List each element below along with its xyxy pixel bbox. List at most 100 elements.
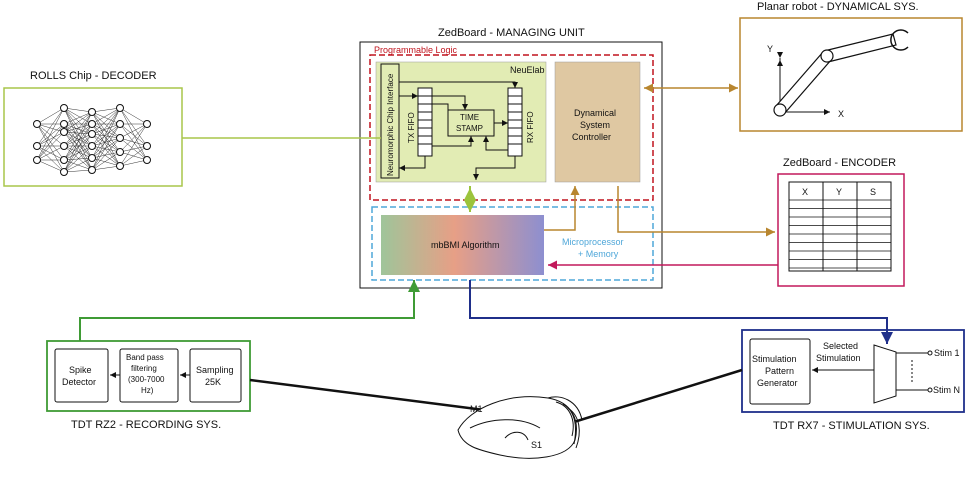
nn-connection	[119, 145, 148, 167]
nn-connection	[36, 159, 65, 173]
nn-neuron	[88, 120, 96, 128]
band-line3: (300-7000	[128, 375, 165, 384]
managing-unit-box	[359, 41, 663, 289]
neuelab-internal-arrows	[399, 81, 518, 180]
nn-neuron	[60, 156, 68, 164]
rolls-box	[3, 87, 183, 187]
nn-connection	[91, 137, 121, 147]
neuromorphic-interface-label: Neuromorphic Chip Interface	[386, 73, 395, 176]
m1-label: M1	[470, 404, 483, 414]
nn-connection	[119, 107, 148, 161]
nn-neuron	[143, 120, 151, 128]
gen-line2: Pattern	[765, 366, 794, 376]
s1-label: S1	[531, 440, 542, 450]
nn-connection	[36, 123, 65, 147]
nn-connection	[63, 133, 93, 173]
nn-connection	[63, 145, 93, 171]
nn-neuron	[116, 120, 124, 128]
dsc-to-encoder-arrow	[617, 186, 775, 237]
nn-connection	[63, 123, 93, 159]
nn-connection	[63, 111, 93, 173]
stim1-label: Stim 1	[934, 348, 960, 358]
nn-connection	[63, 111, 93, 147]
encoder-col-y: Y	[836, 187, 842, 197]
recording-box	[46, 340, 251, 412]
neural-network-graphic	[33, 104, 151, 176]
nn-connection	[63, 107, 93, 147]
spike-line1: Spike	[69, 365, 92, 375]
nn-connection	[91, 107, 121, 147]
encoder-col-s: S	[870, 187, 876, 197]
nn-connection	[63, 145, 93, 173]
nn-neuron	[116, 148, 124, 156]
microprocessor-line1: Microprocessor	[562, 237, 624, 247]
nn-connection	[91, 123, 121, 147]
gen-line3: Generator	[757, 378, 798, 388]
nn-connection	[91, 157, 121, 167]
recording-title: TDT RZ2 - RECORDING SYS.	[71, 419, 221, 431]
sampling-block	[189, 348, 242, 403]
time-label: TIME	[460, 113, 479, 122]
stimn-label: Stim N	[933, 385, 960, 395]
nn-connection	[119, 107, 148, 125]
nn-neuron	[60, 120, 68, 128]
dsc-line1: Dynamical	[574, 108, 616, 118]
spike-detector-block	[54, 348, 109, 403]
nn-connection	[119, 145, 148, 153]
nn-connection	[36, 107, 65, 161]
nn-neuron	[33, 142, 41, 150]
recording-to-mbbmi-arrow	[79, 280, 420, 341]
encoder-table	[788, 181, 892, 272]
dynamical-system-controller-block	[554, 61, 641, 183]
nn-connection	[91, 107, 121, 113]
rx-fifo-label: RX FIFO	[526, 111, 535, 143]
nn-connection	[91, 107, 121, 125]
microprocessor-line2: + Memory	[578, 249, 619, 259]
nn-neuron	[88, 108, 96, 116]
mbbmi-label: mbBMI Algorithm	[431, 240, 500, 250]
nn-connection	[63, 145, 93, 159]
sel-line2: Stimulation	[816, 353, 861, 363]
nn-connection	[119, 107, 148, 147]
nn-connection	[63, 111, 93, 161]
nn-neuron	[143, 156, 151, 164]
nn-neuron	[88, 154, 96, 162]
nn-connection	[119, 137, 148, 147]
nn-connection	[119, 123, 148, 147]
nn-connection	[91, 123, 121, 167]
nn-connection	[91, 137, 121, 159]
nn-connection	[91, 123, 121, 139]
nn-connection	[36, 123, 65, 161]
robot-x-axis-label: X	[838, 109, 844, 119]
robot-box	[739, 17, 963, 132]
robot-y-axis-label: Y	[767, 44, 773, 54]
neuromorphic-interface-block	[380, 63, 400, 179]
nn-connection	[63, 123, 93, 133]
nn-connection	[119, 159, 148, 167]
nn-connection	[63, 133, 93, 147]
nn-connection	[91, 107, 121, 135]
managing-unit-title: ZedBoard - MANAGING UNIT	[438, 27, 585, 39]
nn-connection	[63, 111, 93, 133]
rat-brain-graphic	[457, 396, 583, 459]
programmable-logic-label: Programmable Logic	[374, 45, 458, 55]
nn-connection	[91, 133, 121, 153]
sel-line1: Selected	[823, 341, 858, 351]
nn-connection	[36, 131, 65, 161]
nn-connection	[63, 131, 93, 171]
band-line1: Band pass	[126, 353, 164, 362]
nn-connection	[63, 131, 93, 135]
nn-connection	[91, 111, 121, 153]
sampling-line1: Sampling	[196, 365, 234, 375]
stim1-terminal	[927, 350, 933, 356]
tx-fifo-stack	[417, 87, 433, 157]
tx-fifo-label: TX FIFO	[407, 112, 416, 143]
nn-connection	[36, 131, 65, 147]
nn-connection	[63, 157, 93, 173]
gen-line1: Stimulation	[752, 354, 797, 364]
nn-connection	[91, 123, 121, 135]
stimn-terminal	[927, 387, 933, 393]
robot-title: Planar robot - DYNAMICAL SYS.	[757, 1, 919, 13]
